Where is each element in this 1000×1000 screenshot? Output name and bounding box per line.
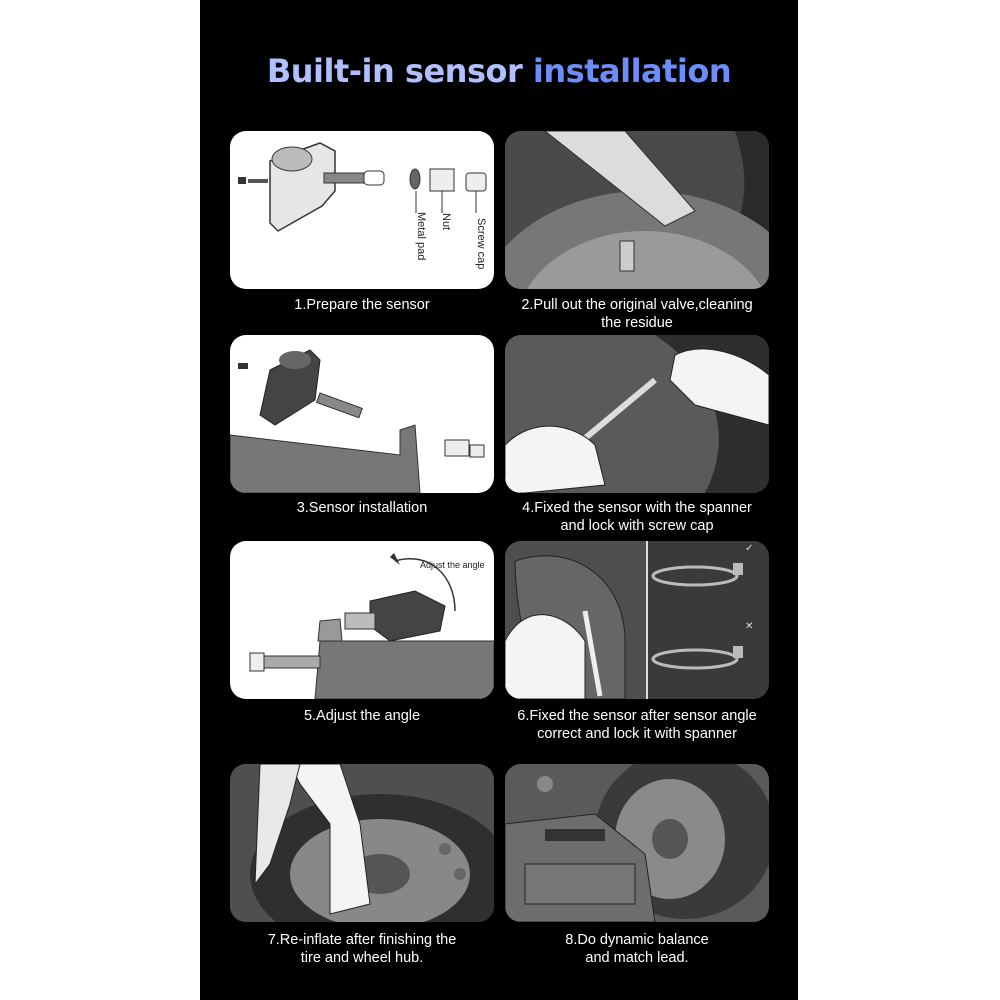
step-5-caption: 5.Adjust the angle: [217, 707, 507, 725]
step-7-line-1: 7.Re-inflate after finishing the: [267, 932, 457, 948]
step-3-line-1: 3.Sensor installation: [296, 500, 428, 516]
step-7-line-2: tire and wheel hub.: [300, 950, 424, 966]
step-5-line-1: 5.Adjust the angle: [303, 708, 421, 724]
step-4-line-1: 4.Fixed the sensor with the spanner: [522, 500, 752, 516]
label-screw-cap: Screw cap: [475, 218, 487, 270]
title-part-2: installation: [532, 52, 732, 90]
step-4-caption: 4.Fixed the sensor with the spanner and …: [492, 499, 782, 535]
step-8-image: [505, 764, 769, 922]
step-8-caption: 8.Do dynamic balance and match lead.: [492, 931, 782, 967]
step-6-line-1: 6.Fixed the sensor after sensor angle: [517, 708, 757, 724]
step-1-image: Screw cap Nut Metal pad: [230, 131, 494, 289]
step-6-caption: 6.Fixed the sensor after sensor angle co…: [492, 707, 782, 743]
incorrect-mark: ✕: [745, 621, 754, 632]
page-title: Built-in sensor installation: [200, 52, 798, 90]
step-7-caption: 7.Re-inflate after finishing the tire an…: [217, 931, 507, 967]
step-1-caption: 1.Prepare the sensor: [217, 296, 507, 314]
correct-mark: ✓: [745, 543, 754, 554]
step-2-caption: 2.Pull out the original valve,cleaning t…: [492, 296, 782, 332]
step-8-line-2: and match lead.: [585, 950, 689, 966]
title-part-1: Built-in sensor: [266, 52, 523, 90]
step-4-line-2: and lock with screw cap: [560, 518, 714, 534]
label-adjust-angle: Adjust the angle: [420, 560, 485, 570]
step-6-line-2: correct and lock it with spanner: [537, 726, 737, 742]
step-2-image: [505, 131, 769, 289]
label-metal-pad: Metal pad: [415, 212, 427, 261]
step-6-image: ✓ ✕: [505, 541, 769, 699]
step-8-line-1: 8.Do dynamic balance: [565, 932, 709, 948]
step-2-line-1: 2.Pull out the original valve,cleaning: [521, 297, 753, 313]
step-2-line-2: the residue: [601, 315, 673, 331]
step-1-line-1: 1.Prepare the sensor: [294, 297, 430, 313]
instruction-panel: Built-in sensor installation Screw cap N…: [200, 0, 798, 1000]
step-3-caption: 3.Sensor installation: [217, 499, 507, 517]
step-4-image: [505, 335, 769, 493]
step-3-image: [230, 335, 494, 493]
step-7-image: [230, 764, 494, 922]
step-5-image: Adjust the angle: [230, 541, 494, 699]
label-nut: Nut: [440, 213, 452, 231]
